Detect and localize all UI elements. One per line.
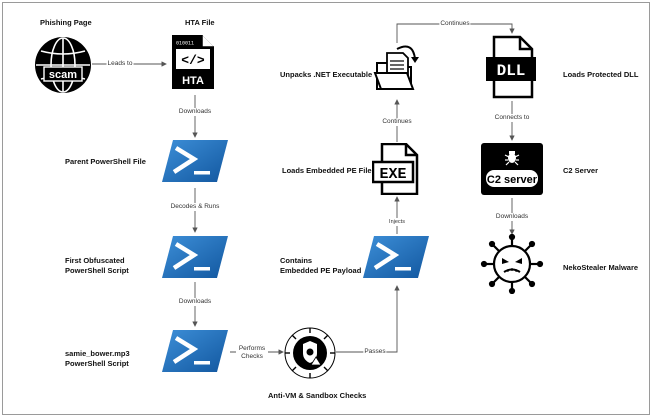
diagram-frame: [2, 2, 650, 415]
exe-file-icon: EXE: [371, 142, 422, 196]
label-loads-pe: Loads Embedded PE File: [282, 166, 372, 175]
label-first-ps-line2: PowerShell Script: [65, 265, 129, 275]
label-phishing-page: Phishing Page: [40, 18, 92, 27]
label-c2: C2 Server: [563, 166, 599, 175]
shield-bug-icon: [284, 327, 336, 379]
dll-badge-text: DLL: [497, 62, 526, 80]
virus-icon: [480, 233, 544, 295]
edge-label-connects-to: Connects to: [493, 114, 531, 122]
label-parent-ps: Parent PowerShell File: [65, 157, 146, 166]
label-embedded-line1: Contains: [280, 256, 313, 265]
globe-scam-icon: scam: [33, 35, 93, 95]
svg-text:</>: </>: [181, 53, 205, 68]
label-loads-dll: Loads Protected DLL: [563, 70, 639, 79]
label-hta-file: HTA File: [185, 18, 215, 27]
label-embedded: Contains Embedded PE Payload: [280, 256, 361, 275]
edge-label-decodes-runs: Decodes & Runs: [169, 203, 221, 211]
edge-label-downloads-2: Downloads: [177, 298, 213, 306]
hta-badge-text: HTA: [182, 75, 204, 87]
label-mp3-ps-line2: PowerShell Script: [65, 358, 129, 368]
dll-file-icon: DLL: [484, 35, 542, 99]
edge-label-injects: Injects: [388, 218, 406, 226]
powershell-icon-first: [161, 235, 229, 279]
edge-label-passes: Passes: [363, 348, 387, 356]
exe-badge-text: EXE: [379, 166, 406, 183]
label-antivm: Anti-VM & Sandbox Checks: [268, 391, 367, 400]
edge-passes: [336, 285, 400, 353]
edge-label-performs-checks: Performs Checks: [236, 345, 268, 361]
edge-label-continues-top: Continues: [439, 20, 471, 28]
label-mp3-ps-line1: samie_bower.mp3: [65, 349, 130, 358]
hta-file-icon: 010011 </> HTA: [170, 33, 216, 91]
scam-text: scam: [49, 69, 77, 81]
label-unpacks: Unpacks .NET Executable: [280, 70, 373, 79]
label-embedded-line2: Embedded PE Payload: [280, 265, 362, 275]
hta-bits-text: 010011: [176, 41, 194, 47]
c2-server-icon: C2 server: [480, 142, 544, 196]
powershell-icon-embedded: [362, 235, 430, 279]
edge-label-continues-up: Continues: [381, 118, 413, 126]
folder-unpack-icon: [373, 43, 425, 93]
edge-label-leads-to: Leads to: [106, 60, 134, 68]
edge-label-downloads-1: Downloads: [177, 108, 213, 116]
label-mp3-ps: samie_bower.mp3 PowerShell Script: [65, 349, 130, 368]
edge-label-downloads-3: Downloads: [494, 213, 530, 221]
powershell-icon-parent: [161, 139, 229, 183]
label-neko: NekoStealer Malware: [563, 263, 639, 272]
powershell-icon-mp3: [161, 329, 229, 373]
label-first-ps-line1: First Obfuscated: [65, 256, 125, 265]
label-first-ps: First Obfuscated PowerShell Script: [65, 256, 129, 275]
c2-badge-text: C2 server: [487, 174, 538, 186]
